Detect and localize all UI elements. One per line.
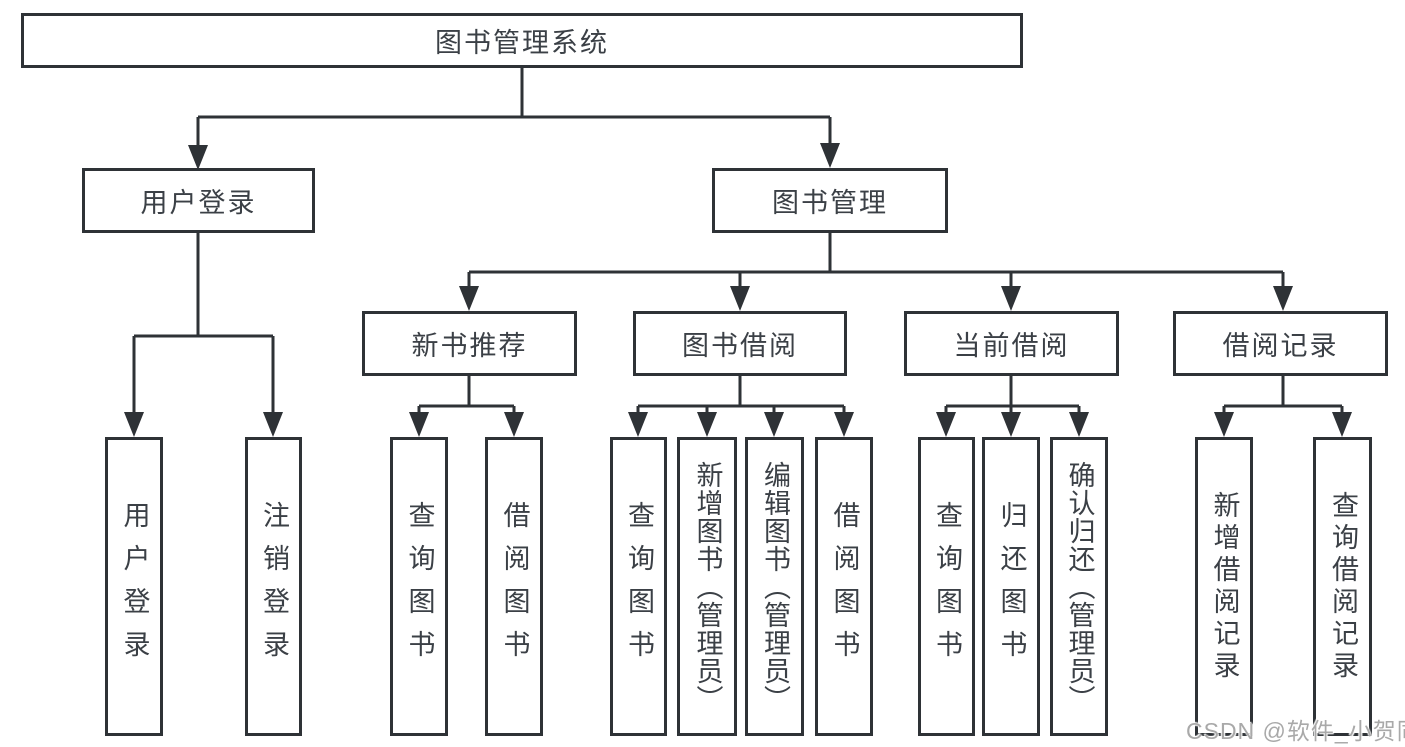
leaf-label: 查询图书 — [404, 500, 435, 673]
node-user-login: 用户登录 — [82, 168, 315, 233]
leaf-label: 查询图书 — [624, 500, 654, 673]
leaf-label: 注销登录 — [259, 500, 289, 673]
arrowheads — [124, 143, 1352, 437]
node-label: 图书管理 — [772, 188, 888, 218]
node-label: 用户登录 — [140, 188, 257, 218]
node-label: 当前借阅 — [953, 331, 1070, 361]
node-label: 借阅记录 — [1222, 331, 1339, 361]
node-label: 图书借阅 — [682, 331, 798, 361]
leaf-label: 新增借阅记录 — [1209, 490, 1240, 683]
leaf-query-books-current: 查询图书 — [918, 437, 975, 736]
leaf-label: 查询图书 — [932, 500, 962, 673]
node-book-management: 图书管理 — [712, 168, 948, 233]
leaf-logout: 注销登录 — [245, 437, 302, 736]
leaf-query-borrow-record: 查询借阅记录 — [1313, 437, 1372, 736]
node-current-borrowing: 当前借阅 — [904, 311, 1119, 376]
leaf-label: 编辑图书（管理员） — [760, 460, 790, 713]
csdn-watermark: CSDN @软件_小贺同学 — [1186, 718, 1405, 744]
leaf-add-borrow-record: 新增借阅记录 — [1195, 437, 1253, 736]
leaf-query-books-recommend: 查询图书 — [390, 437, 448, 736]
leaf-query-books-borrowing: 查询图书 — [610, 437, 667, 736]
leaf-label: 用户登录 — [119, 500, 150, 673]
leaf-label: 借阅图书 — [499, 500, 530, 673]
leaf-label: 借阅图书 — [829, 500, 860, 673]
node-new-book-recommendation: 新书推荐 — [362, 311, 577, 376]
leaf-label: 查询借阅记录 — [1328, 490, 1358, 683]
leaf-return-books: 归还图书 — [982, 437, 1040, 736]
node-book-borrowing: 图书借阅 — [633, 311, 847, 376]
node-library-management-system: 图书管理系统 — [21, 13, 1023, 68]
leaf-edit-books-admin: 编辑图书（管理员） — [745, 437, 804, 736]
leaf-label: 确认归还（管理员） — [1064, 460, 1095, 713]
node-label: 图书管理系统 — [435, 28, 609, 58]
leaf-borrow-books: 借阅图书 — [815, 437, 873, 736]
leaf-label: 新增图书（管理员） — [692, 460, 723, 713]
leaf-confirm-return-admin: 确认归还（管理员） — [1050, 437, 1108, 736]
leaf-label: 归还图书 — [996, 500, 1027, 673]
node-borrowing-records: 借阅记录 — [1173, 311, 1388, 376]
node-label: 新书推荐 — [411, 331, 528, 361]
leaf-user-login: 用户登录 — [105, 437, 163, 736]
leaf-borrow-books-recommend: 借阅图书 — [485, 437, 543, 736]
leaf-add-books-admin: 新增图书（管理员） — [677, 437, 737, 736]
